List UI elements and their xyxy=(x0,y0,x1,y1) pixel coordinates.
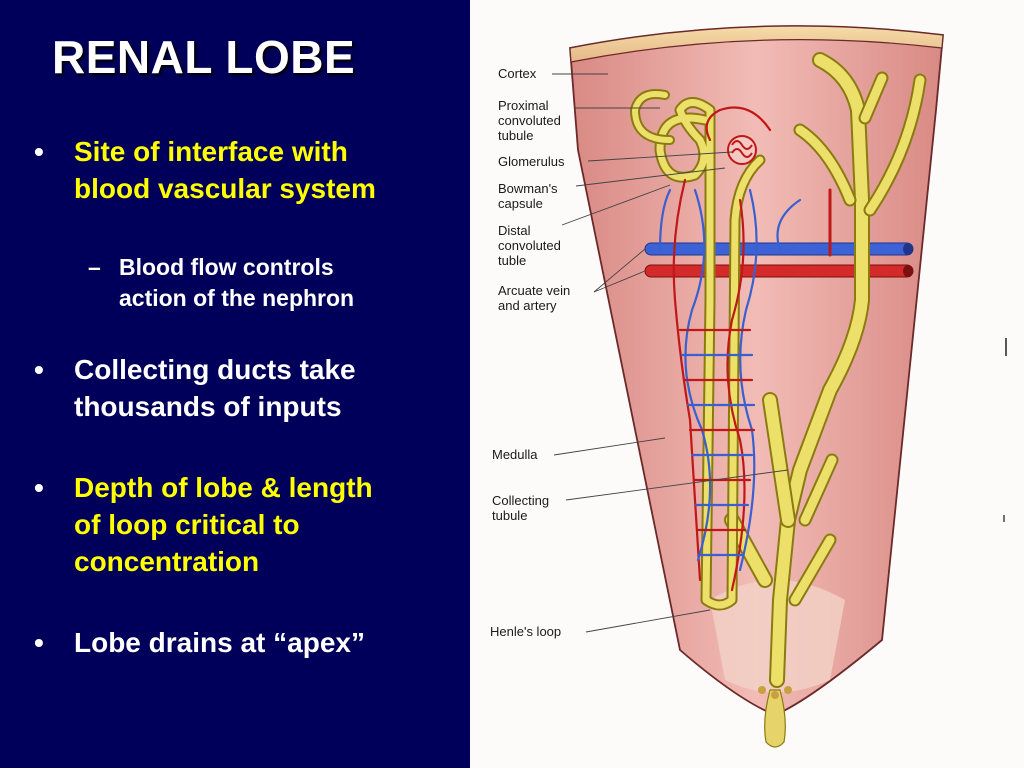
collecting-duct-system xyxy=(724,52,927,688)
bullet-marker: • xyxy=(34,627,44,658)
slide-title: RENAL LOBE xyxy=(52,31,356,83)
subbullet-marker: – xyxy=(88,254,101,280)
label-proximal-3: tubule xyxy=(498,128,533,143)
label-proximal-1: Proximal xyxy=(498,98,549,113)
bullet-marker: • xyxy=(34,354,44,385)
label-medulla: Medulla xyxy=(492,447,538,462)
bullet-marker: • xyxy=(34,136,44,167)
label-bowman-1: Bowman's xyxy=(498,181,558,196)
label-proximal-2: convoluted xyxy=(498,113,561,128)
label-collecting-1: Collecting xyxy=(492,493,549,508)
label-collecting-2: tubule xyxy=(492,508,527,523)
cortex-capsule xyxy=(569,25,944,63)
bullet-text: Collecting ducts take thousands of input… xyxy=(74,354,356,422)
subbullet-text: Blood flow controls action of the nephro… xyxy=(119,254,355,311)
leader-lines xyxy=(552,73,789,633)
renal-lobe-diagram: Cortex Proximal convoluted tubule Glomer… xyxy=(470,0,1024,768)
label-distal-1: Distal xyxy=(498,223,531,238)
label-glomerulus: Glomerulus xyxy=(498,154,565,169)
bullet-marker: • xyxy=(34,472,44,503)
bullet-item-4: • Lobe drains at “apex” xyxy=(34,624,404,661)
bullet-item-1: • Site of interface with blood vascular … xyxy=(34,133,404,207)
label-bowman-2: capsule xyxy=(498,196,543,211)
bullet-text: Site of interface with blood vascular sy… xyxy=(74,136,376,204)
nephron-tubule xyxy=(630,89,766,611)
urine-drop xyxy=(764,689,786,748)
glomerulus xyxy=(727,135,757,165)
subbullet-item: – Blood flow controls action of the neph… xyxy=(88,252,399,313)
label-arcuate-2: and artery xyxy=(498,298,557,313)
label-distal-2: convoluted xyxy=(498,238,561,253)
papillary-openings xyxy=(758,686,792,699)
text-panel: RENAL LOBE • Site of interface with bloo… xyxy=(0,0,470,768)
label-arcuate-1: Arcuate vein xyxy=(498,283,570,298)
label-cortex: Cortex xyxy=(498,66,537,81)
bullet-text: Lobe drains at “apex” xyxy=(74,627,365,658)
bullet-item-3: • Depth of lobe & length of loop critica… xyxy=(34,469,404,580)
label-distal-3: tuble xyxy=(498,253,526,268)
bullet-item-2: • Collecting ducts take thousands of inp… xyxy=(34,351,404,425)
renal-lobe-illustration: Cortex Proximal convoluted tubule Glomer… xyxy=(490,25,1007,748)
label-henle: Henle's loop xyxy=(490,624,561,639)
bullet-text: Depth of lobe & length of loop critical … xyxy=(74,472,373,577)
arcuate-artery xyxy=(644,264,914,278)
capillary-network xyxy=(658,106,832,592)
